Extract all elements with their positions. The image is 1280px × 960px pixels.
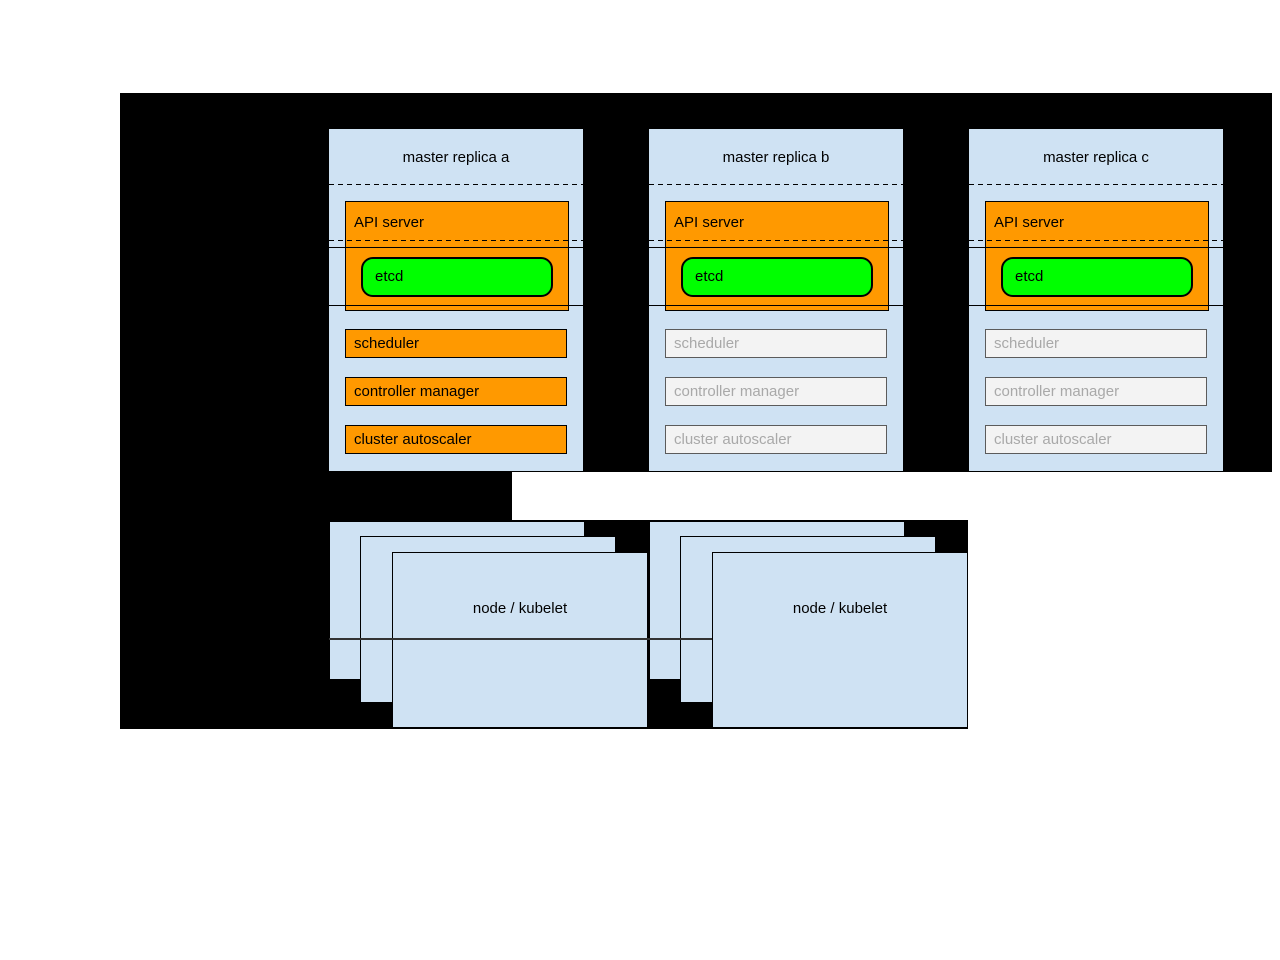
separator-solid-line bbox=[649, 247, 903, 248]
separator-solid-line bbox=[329, 247, 583, 248]
etcd-box: etcd bbox=[361, 257, 553, 297]
separator-solid-line bbox=[649, 305, 903, 306]
etcd-box: etcd bbox=[681, 257, 873, 297]
api-server-label: API server bbox=[674, 214, 745, 231]
cluster-autoscaler-box-inactive: cluster autoscaler bbox=[665, 425, 887, 454]
node-kubelet-label: node / kubelet bbox=[792, 600, 888, 617]
controller-manager-box: controller manager bbox=[345, 377, 567, 406]
etcd-label: etcd bbox=[1015, 268, 1044, 285]
separator-solid-line bbox=[329, 305, 583, 306]
cluster-autoscaler-box: cluster autoscaler bbox=[345, 425, 567, 454]
separator-solid-line bbox=[969, 305, 1223, 306]
scheduler-box-inactive: scheduler bbox=[665, 329, 887, 358]
master-replica-a-panel: master replica a API server etcd schedul… bbox=[329, 129, 583, 471]
api-server-label: API server bbox=[354, 214, 425, 231]
master-replica-b-panel: master replica b API server etcd schedul… bbox=[649, 129, 903, 471]
controller-manager-box-inactive: controller manager bbox=[985, 377, 1207, 406]
scheduler-box-inactive: scheduler bbox=[985, 329, 1207, 358]
master-replica-title: master replica b bbox=[722, 148, 830, 166]
separator-dashed-line bbox=[649, 240, 903, 241]
node-kubelet-label: node / kubelet bbox=[472, 600, 568, 617]
etcd-box: etcd bbox=[1001, 257, 1193, 297]
node-kubelet-box: node / kubelet bbox=[712, 552, 968, 728]
controller-manager-box-inactive: controller manager bbox=[665, 377, 887, 406]
etcd-label: etcd bbox=[695, 268, 724, 285]
cluster-autoscaler-box-inactive: cluster autoscaler bbox=[985, 425, 1207, 454]
separator-dashed-line bbox=[329, 240, 583, 241]
separator-dashed-line bbox=[329, 184, 583, 185]
separator-dashed-line bbox=[969, 184, 1223, 185]
node-separator-line bbox=[329, 638, 712, 640]
master-replica-title: master replica c bbox=[1043, 148, 1149, 166]
api-server-label: API server bbox=[994, 214, 1065, 231]
separator-solid-line bbox=[969, 247, 1223, 248]
node-kubelet-box: node / kubelet bbox=[392, 552, 648, 728]
etcd-label: etcd bbox=[375, 268, 404, 285]
master-replica-c-panel: master replica c API server etcd schedul… bbox=[969, 129, 1223, 471]
separator-dashed-line bbox=[649, 184, 903, 185]
separator-dashed-line bbox=[969, 240, 1223, 241]
background-panel-middle-strip bbox=[120, 472, 512, 520]
master-replica-title: master replica a bbox=[402, 148, 510, 166]
scheduler-box: scheduler bbox=[345, 329, 567, 358]
